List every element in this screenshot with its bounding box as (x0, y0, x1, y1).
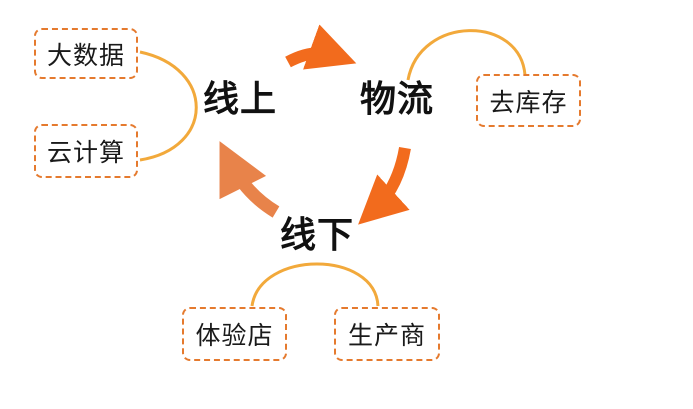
connector-bigdata-cloud (139, 50, 198, 162)
arrow-offline-to-online (219, 141, 280, 218)
connector-experience-producer (250, 262, 380, 307)
node-offline: 线下 (280, 215, 355, 256)
box-big-data: 大数据 (34, 28, 138, 79)
arrow-online-to-logistics (285, 24, 357, 70)
box-producer: 生产商 (334, 307, 440, 361)
box-cloud-computing: 云计算 (34, 124, 138, 178)
node-logistics: 物流 (360, 79, 435, 120)
box-experience-store: 体验店 (182, 307, 287, 361)
arrow-logistics-to-offline (358, 146, 411, 225)
node-online: 线上 (203, 79, 278, 120)
box-destock: 去库存 (476, 74, 581, 127)
connector-logistics-destock (406, 29, 527, 81)
